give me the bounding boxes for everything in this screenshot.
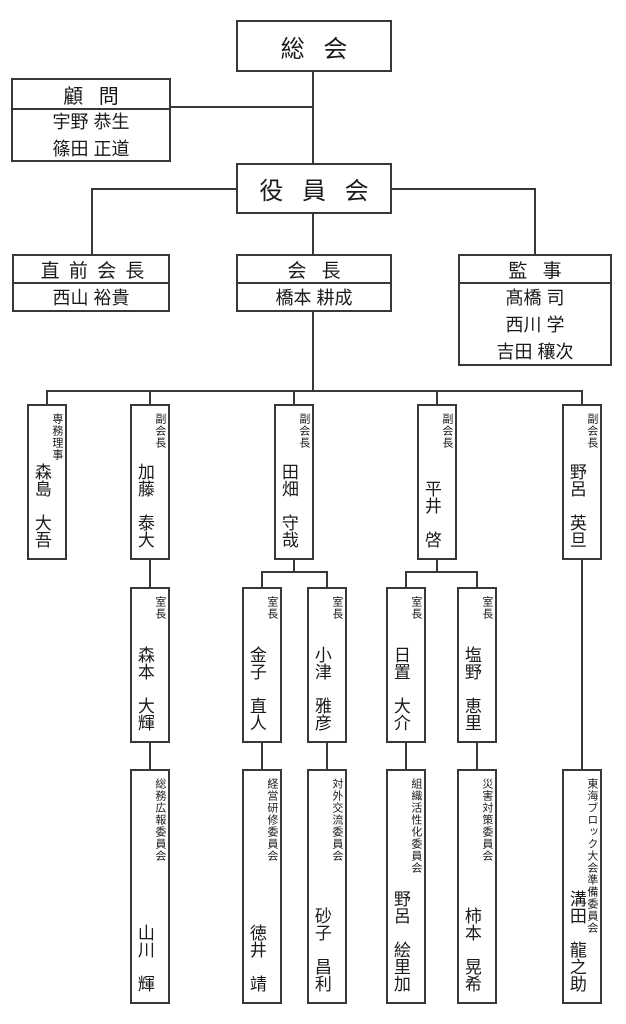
president-name: 橋本 耕成 bbox=[275, 287, 353, 308]
committee-box-soumu: 総務広報委員会 山川 輝 bbox=[130, 769, 170, 1004]
connector-committee0 bbox=[149, 743, 151, 769]
general-meeting-label: 総 会 bbox=[280, 35, 354, 63]
connector-tabata-stem bbox=[293, 560, 295, 573]
committee-chair-name: 溝田 龍之助 bbox=[566, 890, 586, 992]
executive-box-morishima: 専務理事 森島 大吾 bbox=[27, 404, 67, 560]
connector-left-branch bbox=[92, 188, 236, 190]
chief-title: 室長 bbox=[409, 596, 422, 620]
connector-stub-exec4 bbox=[581, 390, 583, 404]
committee-title: 対外交流委員会 bbox=[330, 778, 343, 862]
executive-name: 平井 啓 bbox=[421, 480, 441, 548]
president-box: 会 長 橋本 耕成 bbox=[236, 254, 392, 312]
connector-committee4 bbox=[476, 743, 478, 769]
committee-box-taigai: 対外交流委員会 砂子 昌利 bbox=[307, 769, 347, 1004]
committee-title: 経営研修委員会 bbox=[265, 778, 278, 862]
connector-distribution bbox=[47, 390, 583, 392]
auditor-name-1: 西川 学 bbox=[505, 314, 565, 335]
committee-title: 組織活性化委員会 bbox=[409, 778, 422, 874]
chief-box-shiono: 室長 塩野 恵里 bbox=[457, 587, 497, 743]
connector-committee3 bbox=[405, 743, 407, 769]
chief-name: 塩野 恵里 bbox=[461, 646, 481, 731]
executive-title: 副会長 bbox=[585, 413, 598, 449]
committee-chair-name: 山川 輝 bbox=[134, 924, 154, 992]
executive-title: 専務理事 bbox=[50, 413, 63, 461]
connector-shiono bbox=[476, 571, 478, 587]
connector-hirai-split bbox=[406, 571, 478, 573]
advisor-name-1: 篠田 正道 bbox=[52, 139, 130, 159]
executive-name: 田畑 守哉 bbox=[278, 463, 298, 548]
auditor-name-0: 髙橋 司 bbox=[505, 287, 565, 308]
executive-name: 加藤 泰大 bbox=[134, 463, 154, 548]
connector-stub-exec1 bbox=[149, 390, 151, 404]
committee-box-tokai: 東海ブロック大会準備委員会 溝田 龍之助 bbox=[562, 769, 602, 1004]
president-title: 会 長 bbox=[238, 256, 390, 284]
committee-box-keiei: 経営研修委員会 徳井 靖 bbox=[242, 769, 282, 1004]
board-label: 役 員 会 bbox=[259, 178, 375, 205]
connector-tabata-split bbox=[262, 571, 328, 573]
chief-name: 森本 大輝 bbox=[134, 646, 154, 731]
connector-past-president bbox=[91, 188, 93, 254]
connector-hirai-stem bbox=[436, 560, 438, 573]
chief-box-hioki: 室長 日置 大介 bbox=[386, 587, 426, 743]
executive-name: 野呂 英旦 bbox=[566, 463, 586, 548]
connector-right-branch bbox=[392, 188, 536, 190]
chief-box-kaneko: 室長 金子 直人 bbox=[242, 587, 282, 743]
auditors-box: 監 事 髙橋 司 西川 学 吉田 穰次 bbox=[458, 254, 612, 366]
connector-ozu bbox=[326, 571, 328, 587]
connector-stub-exec2 bbox=[293, 390, 295, 404]
board-box: 役 員 会 bbox=[236, 163, 392, 214]
chief-name: 金子 直人 bbox=[246, 646, 266, 731]
connector-stub-exec0 bbox=[46, 390, 48, 404]
committee-chair-name: 柿本 晃希 bbox=[461, 907, 481, 992]
chief-title: 室長 bbox=[480, 596, 493, 620]
advisor-name-0: 宇野 恭生 bbox=[52, 112, 130, 132]
chief-title: 室長 bbox=[330, 596, 343, 620]
connector-committee2 bbox=[326, 743, 328, 769]
executive-title: 副会長 bbox=[297, 413, 310, 449]
committee-box-saigai: 災害対策委員会 柿本 晃希 bbox=[457, 769, 497, 1004]
chief-box-ozu: 室長 小津 雅彦 bbox=[307, 587, 347, 743]
executive-title: 副会長 bbox=[153, 413, 166, 449]
committee-title: 東海ブロック大会準備委員会 bbox=[585, 778, 598, 934]
connector-advisors bbox=[171, 106, 313, 108]
advisors-box: 顧 問 宇野 恭生 篠田 正道 bbox=[11, 78, 171, 162]
committee-title: 災害対策委員会 bbox=[480, 778, 493, 862]
connector-soukai-yakuinkai bbox=[312, 72, 314, 163]
connector-president-down bbox=[312, 310, 314, 391]
past-president-name: 西山 裕貴 bbox=[52, 287, 130, 308]
past-president-title: 直 前 会 長 bbox=[14, 256, 168, 284]
connector-hioki bbox=[405, 571, 407, 587]
advisors-title: 顧 問 bbox=[13, 80, 169, 110]
committee-chair-name: 徳井 靖 bbox=[246, 924, 266, 992]
auditors-title: 監 事 bbox=[460, 256, 610, 284]
executive-box-noro: 副会長 野呂 英旦 bbox=[562, 404, 602, 560]
general-meeting-box: 総 会 bbox=[236, 20, 392, 72]
connector-noro-tokai bbox=[581, 560, 583, 769]
auditor-name-2: 吉田 穰次 bbox=[496, 341, 574, 362]
executive-name: 森島 大吾 bbox=[31, 463, 51, 548]
chief-box-morimoto: 室長 森本 大輝 bbox=[130, 587, 170, 743]
executive-box-kato: 副会長 加藤 泰大 bbox=[130, 404, 170, 560]
chief-name: 日置 大介 bbox=[390, 646, 410, 731]
connector-stub-exec3 bbox=[436, 390, 438, 404]
connector-kato-morimoto bbox=[149, 560, 151, 587]
chief-title: 室長 bbox=[153, 596, 166, 620]
chief-name: 小津 雅彦 bbox=[311, 646, 331, 731]
connector-committee1 bbox=[261, 743, 263, 769]
committee-title: 総務広報委員会 bbox=[153, 778, 166, 862]
executive-box-hirai: 副会長 平井 啓 bbox=[417, 404, 457, 560]
chief-title: 室長 bbox=[265, 596, 278, 620]
past-president-box: 直 前 会 長 西山 裕貴 bbox=[12, 254, 170, 312]
connector-kaneko bbox=[261, 571, 263, 587]
connector-board-president bbox=[312, 213, 314, 254]
executive-box-tabata: 副会長 田畑 守哉 bbox=[274, 404, 314, 560]
connector-auditors bbox=[534, 188, 536, 254]
executive-title: 副会長 bbox=[440, 413, 453, 449]
committee-chair-name: 砂子 昌利 bbox=[311, 907, 331, 992]
committee-chair-name: 野呂 絵里加 bbox=[390, 890, 410, 992]
committee-box-soshiki: 組織活性化委員会 野呂 絵里加 bbox=[386, 769, 426, 1004]
